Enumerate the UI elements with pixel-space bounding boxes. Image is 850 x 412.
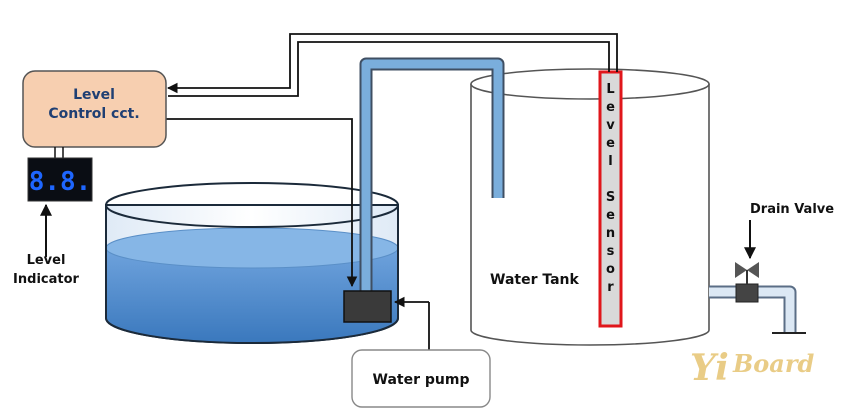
water-tank-label: Water Tank xyxy=(490,272,580,288)
sensor-letter: e xyxy=(606,100,615,115)
water-pump xyxy=(343,290,392,323)
sensor-letter: n xyxy=(606,226,615,241)
level-control-label-line2: Control cct. xyxy=(48,106,139,122)
logo-part2: Board xyxy=(732,349,814,378)
level-sensor: L e v e l S e n s o r xyxy=(598,70,623,328)
yiboard-logo: Yi Board xyxy=(690,347,814,389)
level-indicator-label-line2: Indicator xyxy=(13,272,79,287)
level-display-value: 8.8. xyxy=(29,167,92,197)
sensor-letter: e xyxy=(606,136,615,151)
level-indicator-label-line1: Level xyxy=(27,253,66,268)
pump-pipe xyxy=(359,57,505,292)
drain-valve: Drain Valve xyxy=(735,202,834,303)
sensor-letter: L xyxy=(606,82,614,97)
sensor-letter: e xyxy=(606,208,615,223)
level-control-label-line1: Level xyxy=(73,87,115,103)
sensor-letter: s xyxy=(607,244,615,259)
sensor-letter: l xyxy=(608,154,612,169)
drain-valve-label: Drain Valve xyxy=(750,202,834,217)
logo-part1: Yi xyxy=(690,347,729,389)
level-indicator: 8.8. Level Indicator xyxy=(13,147,93,287)
sensor-letter: o xyxy=(606,262,615,277)
signal-wires xyxy=(166,33,618,288)
reservoir xyxy=(105,182,399,344)
sensor-letter: S xyxy=(606,190,615,205)
level-control-circuit: Level Control cct. xyxy=(22,70,167,148)
sensor-letter: v xyxy=(606,118,615,133)
water-tank: Water Tank xyxy=(470,68,710,346)
water-pump-callout: Water pump xyxy=(351,296,491,408)
sensor-letter: r xyxy=(607,280,614,295)
water-pump-label: Water pump xyxy=(373,372,470,388)
